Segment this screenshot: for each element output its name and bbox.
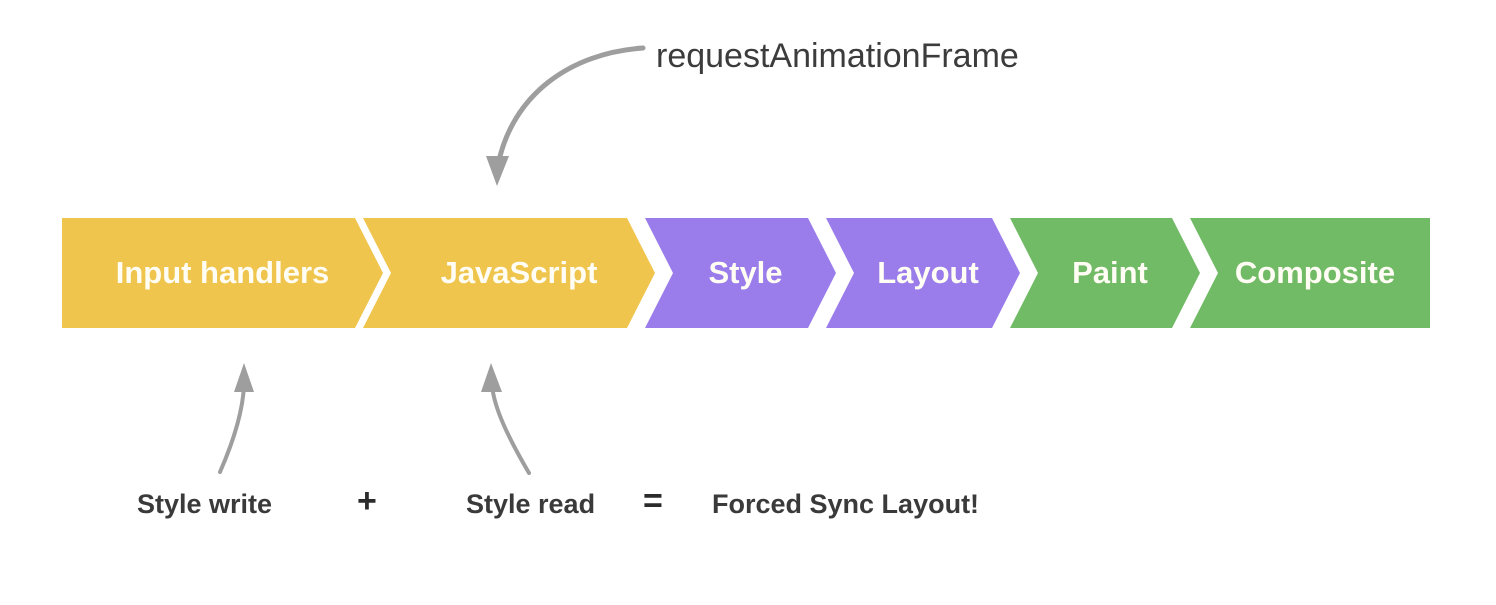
stage-label-style: Style [708,255,783,290]
formula-term-style-write: Style write [137,489,273,519]
formula-operator-plus: + [357,482,377,520]
stage-label-layout: Layout [877,255,979,290]
stage-label-composite: Composite [1234,255,1396,290]
stage-label-paint: Paint [1072,255,1148,290]
style-write-arrow-icon [218,363,254,474]
formula-operator-equals: = [643,482,663,520]
stage-label-javascript: JavaScript [440,255,598,290]
stage-label-input-handlers: Input handlers [115,255,330,290]
raf-arrow-icon [486,45,646,186]
formula-result-forced-sync-layout: Forced Sync Layout! [712,489,980,519]
style-read-arrow-icon [481,363,531,475]
request-animation-frame-label: requestAnimationFrame [656,37,1019,75]
formula-term-style-read: Style read [466,489,596,519]
